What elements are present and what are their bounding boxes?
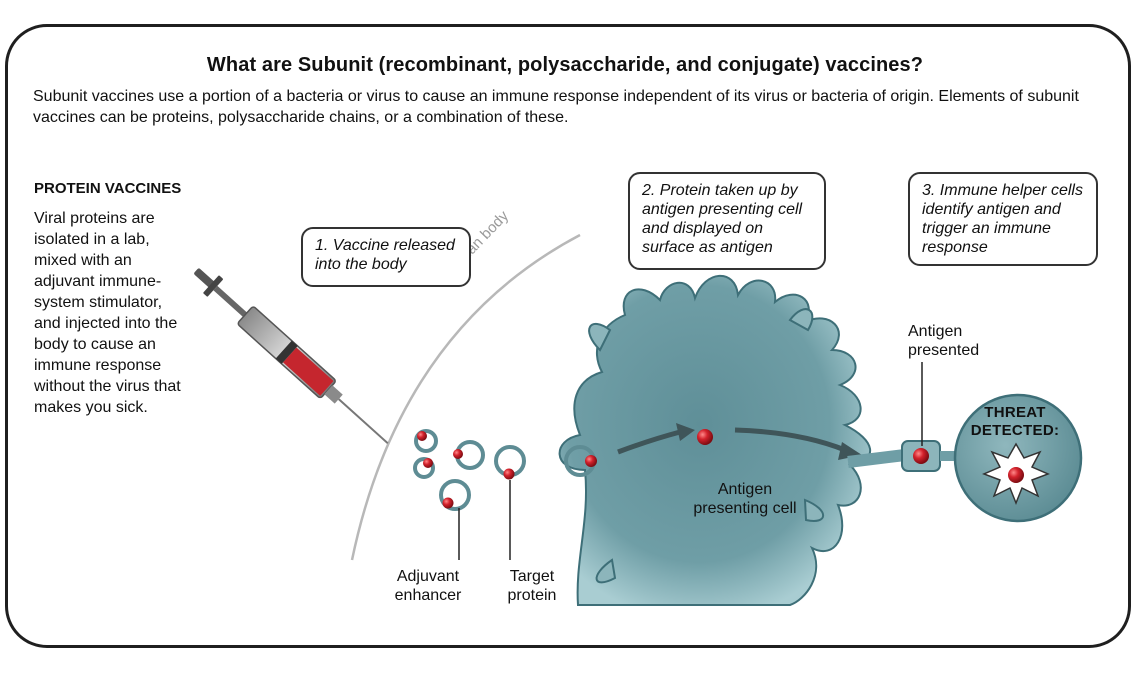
target-protein-label: Target protein: [507, 568, 557, 604]
apc-label: Antigen presenting cell: [693, 481, 797, 517]
step-2-callout: 2. Protein taken up by antigen presentin…: [628, 172, 826, 270]
intro-text: Subunit vaccines use a portion of a bact…: [33, 88, 1079, 126]
protein-vaccines-heading: PROTEIN VACCINES: [34, 180, 182, 197]
presentation-arrow: [734, 427, 846, 453]
human-body-boundary: [350, 233, 581, 561]
step-1-callout: 1. Vaccine released into the body: [301, 227, 471, 287]
threat-detected-label: THREAT DETECTED:: [970, 404, 1060, 439]
adjuvant-label: Adjuvant enhancer: [394, 568, 462, 604]
syringe-icon: [194, 268, 389, 445]
page-title: What are Subunit (recombinant, polysacch…: [206, 54, 924, 76]
antigen-presenting-cell: [558, 274, 871, 606]
diagram-frame: [5, 24, 1131, 648]
step-3-callout: 3. Immune helper cells identify antigen …: [908, 172, 1098, 266]
uptake-arrow: [617, 429, 681, 455]
antigen-presented-label: Antigen presented: [908, 323, 980, 359]
protein-vaccines-text: Viral proteins are isolated in a lab, mi…: [34, 210, 181, 416]
